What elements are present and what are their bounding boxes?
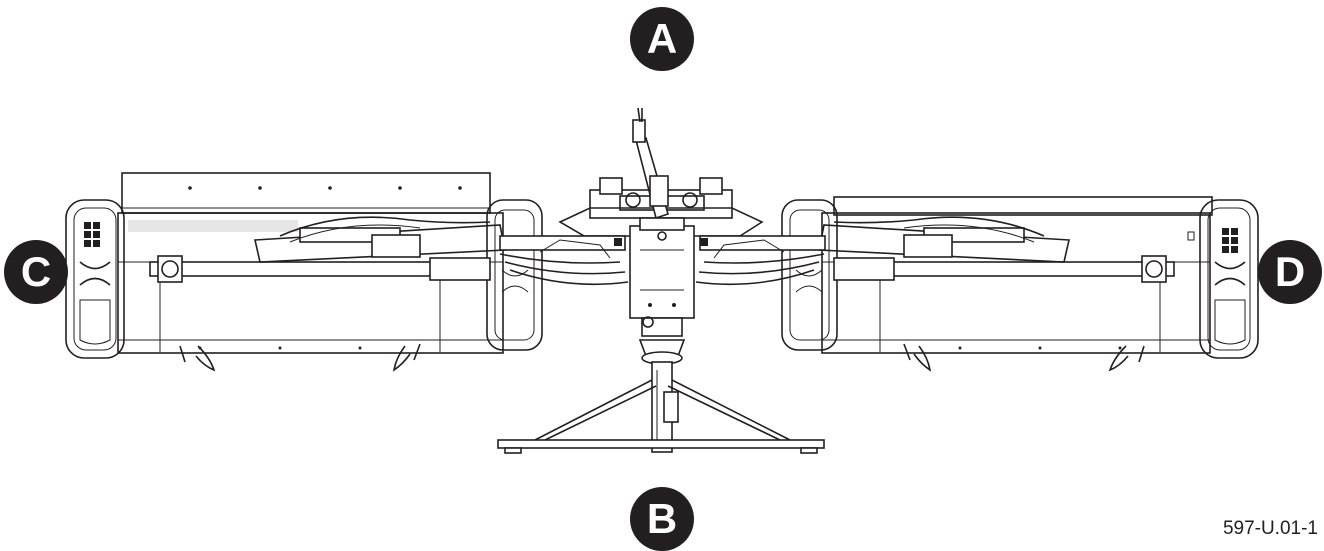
label-d-text: D: [1274, 248, 1306, 295]
label-b-text: B: [646, 495, 678, 542]
central-frame: [497, 107, 826, 454]
label-b-marker: B: [630, 487, 694, 551]
right-rotor-unit: [781, 196, 1259, 372]
label-c-text: C: [20, 248, 52, 295]
label-a-marker: A: [630, 7, 694, 71]
label-d-marker: D: [1258, 240, 1322, 304]
label-c-marker: C: [4, 240, 68, 304]
left-rotor-unit: [65, 172, 543, 372]
figure-reference-id: 597-U.01-1: [1222, 518, 1318, 539]
label-a-text: A: [646, 15, 678, 62]
